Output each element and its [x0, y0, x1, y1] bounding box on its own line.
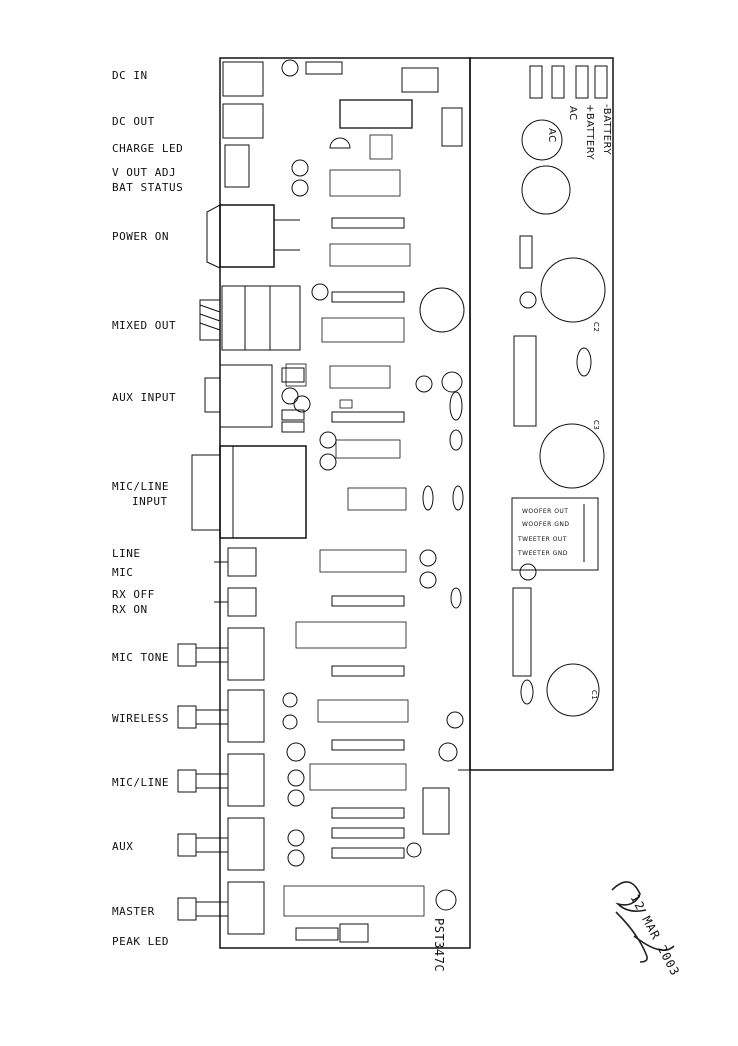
line-mic-switch [227, 547, 257, 577]
label-ac-2: AC [567, 106, 578, 121]
trim-pot [224, 144, 250, 188]
aux-input-jack [219, 364, 273, 428]
label-aux-input: AUX INPUT [112, 391, 177, 404]
rx-switch [227, 587, 257, 617]
label-rx-off: RX OFF [112, 588, 155, 601]
label-charge-led: CHARGE LED [112, 142, 184, 155]
label-line: LINE [112, 547, 141, 560]
label-mic-line: MIC/LINE [112, 776, 169, 789]
label-c2: C2 [592, 322, 600, 333]
label-v-out-adj: V OUT ADJ [112, 166, 177, 179]
label-woofer-out: WOOFER OUT [522, 508, 569, 515]
pot-wireless [177, 689, 265, 743]
board-id: PST347C [432, 918, 446, 973]
pot-aux [177, 817, 265, 871]
label-mixed-out: MIXED OUT [112, 319, 177, 332]
label-rx-on: RX ON [112, 603, 148, 616]
mixed-out-jack [221, 285, 301, 351]
date-stamp [611, 881, 675, 963]
label-dc-in: DC IN [112, 69, 148, 82]
label-bat-status: BAT STATUS [112, 181, 184, 194]
power-switch [219, 204, 275, 268]
label-peak-led: PEAK LED [112, 935, 169, 948]
label-c1: C1 [590, 690, 598, 701]
pot-mic-line [177, 753, 265, 807]
label-plus-battery: +BATTERY [584, 104, 595, 161]
label-wireless: WIRELESS [112, 712, 169, 725]
label-mic: MIC [112, 566, 134, 579]
label-c3: C3 [592, 420, 600, 431]
label-woofer-gnd: WOOFER GND [522, 521, 570, 528]
label-minus-battery: -BATTERY [601, 104, 612, 155]
dc-in-jack [222, 61, 264, 97]
dc-out-jack [222, 103, 264, 139]
label-mic-line-input-2: INPUT [132, 495, 168, 508]
label-ac-1: AC [546, 128, 557, 143]
label-aux: AUX [112, 840, 134, 853]
label-tweeter-out: TWEETER OUT [518, 536, 567, 543]
label-tweeter-gnd: TWEETER GND [518, 550, 568, 557]
label-mic-line-input-1: MIC/LINE [112, 480, 169, 493]
label-master: MASTER [112, 905, 155, 918]
power-board-outline [469, 57, 614, 771]
label-power-on: POWER ON [112, 230, 169, 243]
label-mic-tone: MIC TONE [112, 651, 169, 664]
pot-master [177, 881, 265, 935]
pot-mic-tone [177, 627, 265, 681]
label-dc-out: DC OUT [112, 115, 155, 128]
